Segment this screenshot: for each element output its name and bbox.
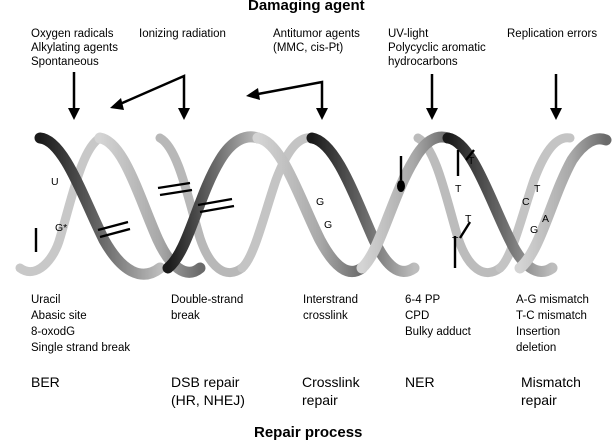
agent-crosslink: Antitumor agents (MMC, cis-Pt): [273, 28, 360, 54]
base-t-3: T: [465, 213, 472, 225]
lesion-marks: [34, 149, 475, 268]
damaging-agent-title: Damaging agent: [248, 0, 365, 14]
agent-ner: UV-light Polycyclic aromatic hydrocarbon…: [388, 28, 486, 68]
base-u: U: [51, 176, 59, 188]
base-g: G: [530, 224, 538, 236]
dsb-mark-6: [199, 204, 235, 214]
lesion-crosslink: Interstrand crosslink: [303, 294, 358, 322]
base-labels: U G* G G T T T T C T G A: [51, 155, 549, 247]
dsb-mark-5: [197, 197, 233, 207]
process-dsb: DSB repair (HR, NHEJ): [171, 374, 245, 408]
damage-arrows: [68, 72, 562, 120]
base-a: A: [542, 213, 549, 225]
cpd-link-4: [458, 221, 472, 239]
dsb-mark-4: [159, 188, 193, 197]
cpd-link-2: [465, 149, 475, 161]
agent-ber: Oxygen radicals Alkylating agents Sponta…: [31, 28, 118, 68]
agent-dsb: Ionizing radiation: [139, 28, 226, 40]
base-g-1: G: [316, 196, 324, 208]
process-mismatch: Mismatch repair: [521, 374, 581, 408]
lesion-mismatch: A-G mismatch T-C mismatch Insertion dele…: [516, 294, 589, 354]
base-c: C: [522, 196, 530, 208]
agent-mismatch: Replication errors: [507, 28, 598, 40]
repair-process-title: Repair process: [254, 424, 363, 441]
dsb-mark-1: [97, 220, 129, 232]
base-t-1: T: [468, 155, 475, 167]
arrow-antitumor: [257, 80, 324, 110]
process-ber: BER: [31, 374, 60, 390]
base-t-2: T: [455, 183, 462, 195]
bulky-adduct-mark: [397, 180, 405, 192]
base-g-star: G*: [55, 222, 67, 234]
helix-back-strand: [15, 133, 575, 278]
arrow-ionizing: [119, 74, 186, 110]
base-t-4: T: [452, 235, 459, 247]
base-g-2: G: [324, 219, 332, 231]
process-crosslink: Crosslink repair: [302, 374, 360, 408]
process-ner: NER: [405, 374, 435, 390]
dsb-mark-2: [99, 227, 131, 239]
lesion-ber: Uracil Abasic site 8-oxodG Single strand…: [31, 294, 131, 354]
lesion-dsb: Double-strand break: [171, 294, 244, 322]
dsb-mark-3: [157, 181, 191, 190]
helix-front-strand: [34, 131, 612, 280]
lesion-ner: 6-4 PP CPD Bulky adduct: [405, 294, 471, 338]
base-t: T: [534, 183, 541, 195]
